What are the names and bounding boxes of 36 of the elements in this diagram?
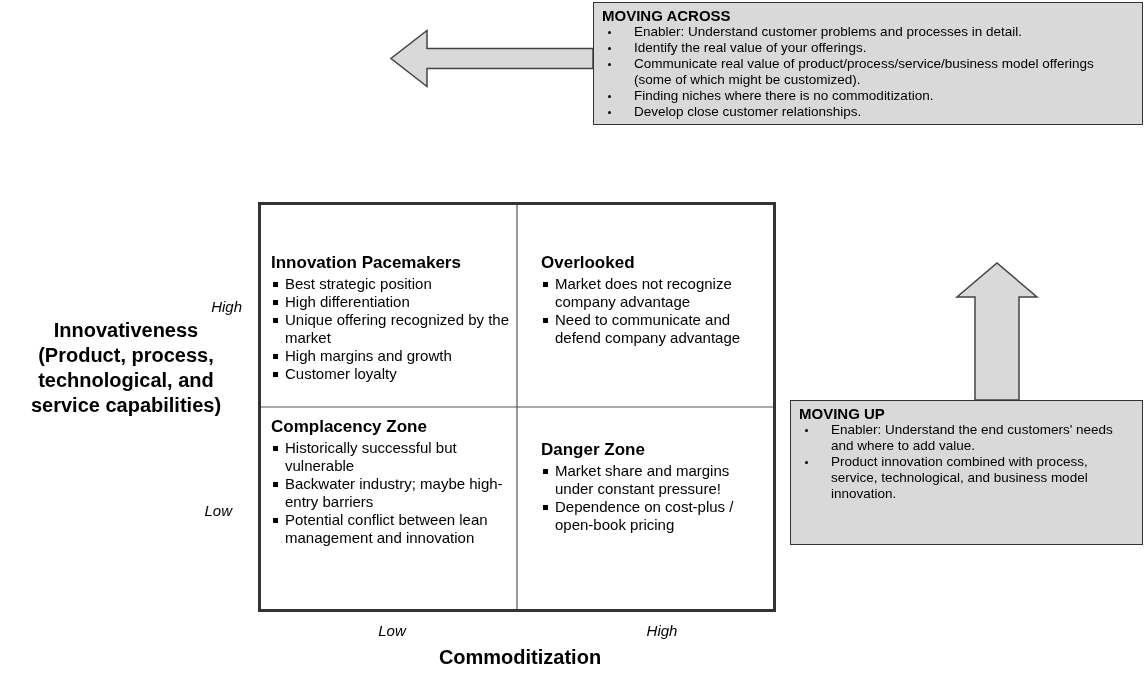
bullet-text: Need to communicate and defend company advantage bbox=[541, 311, 771, 347]
bullet-text: High margins and growth bbox=[271, 347, 516, 365]
bullet-text: Historically successful but vulnerable bbox=[271, 439, 516, 475]
axis-title: Innovativeness (Product, process, technological, and service capabilities) bbox=[29, 318, 223, 418]
quadrant-title: Overlooked bbox=[541, 253, 636, 273]
bullet-text: Enabler: Understand customer problems and processes in detail. bbox=[602, 24, 1134, 40]
bullet-text: High differentiation bbox=[271, 293, 516, 311]
block-arrow bbox=[389, 28, 594, 89]
bullet-text: Unique offering recognized by the market bbox=[271, 311, 516, 347]
bullet-text: Product innovation combined with process, service, technological, and business model innovation. bbox=[799, 454, 1134, 502]
axis-title: Commoditization bbox=[437, 645, 603, 670]
axis-tick-label: Low bbox=[377, 622, 408, 639]
bullet-text: Market does not recognize company advantage bbox=[541, 275, 771, 311]
bullet-text: Backwater industry; maybe high-entry barriers bbox=[271, 475, 516, 511]
axis-tick-label: Low bbox=[203, 502, 232, 519]
bullet-text: Dependence on cost-plus / open-book pricing bbox=[541, 498, 771, 534]
quadrant-title: Innovation Pacemakers bbox=[271, 253, 462, 273]
bullet-text: Develop close customer relationships. bbox=[602, 104, 1134, 120]
box-title: MOVING ACROSS bbox=[602, 7, 732, 24]
quadrant-title: Complacency Zone bbox=[271, 417, 428, 437]
bullet-text: Identify the real value of your offerings. bbox=[602, 40, 1134, 56]
bullet-text: Market share and margins under constant pressure! bbox=[541, 462, 771, 498]
info-box bbox=[593, 2, 1143, 125]
bullet-text: Best strategic position bbox=[271, 275, 516, 293]
box-title: MOVING UP bbox=[799, 405, 886, 422]
bullet-text: Customer loyalty bbox=[271, 365, 516, 383]
matrix-frame bbox=[258, 202, 776, 612]
bullet-text: Potential conflict between lean management and innovation bbox=[271, 511, 516, 547]
bullet-text: Enabler: Understand the end customers' needs and where to add value. bbox=[799, 422, 1134, 454]
block-arrow bbox=[954, 262, 1040, 401]
quadrant-title: Danger Zone bbox=[541, 440, 646, 460]
axis-tick-label: High bbox=[210, 298, 242, 315]
axis-tick-label: High bbox=[645, 622, 679, 639]
bullet-text: Communicate real value of product/process/service/business model offerings (some of which might be customized). bbox=[602, 56, 1134, 88]
bullet-text: Finding niches where there is no commoditization. bbox=[602, 88, 1134, 104]
info-box bbox=[790, 400, 1143, 545]
